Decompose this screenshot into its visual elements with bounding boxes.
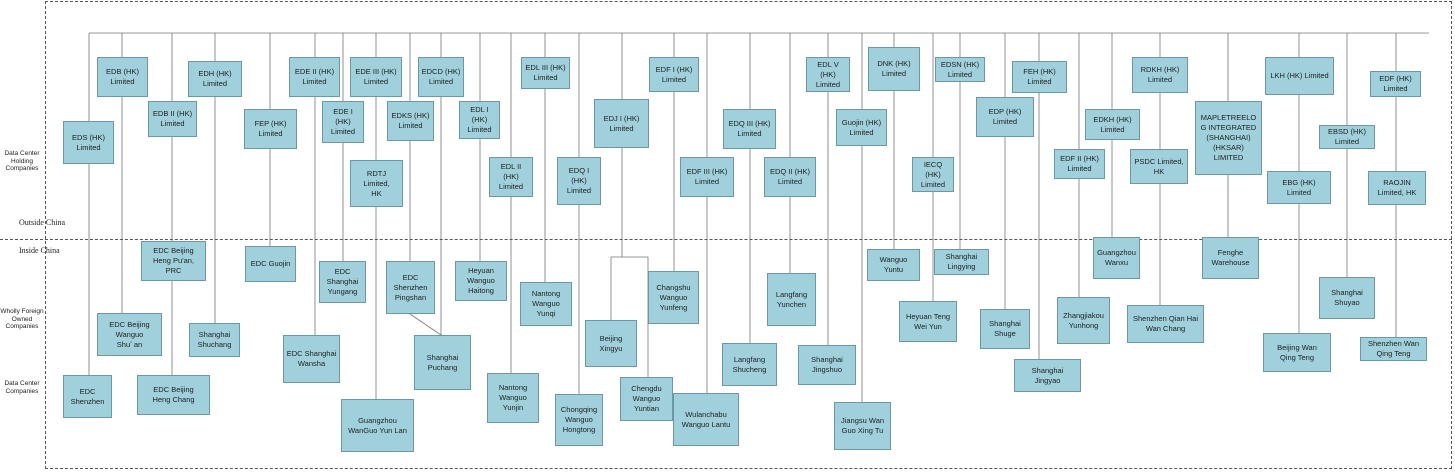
entity-box-edc-sh-ws: EDC Shanghai Wansha [283,335,340,383]
entity-box-edp: EDP (HK) Limited [976,97,1034,137]
entity-box-edlv: EDL V (HK) Limited [806,57,850,92]
entity-box-feh: FEH (HK) Limited [1012,61,1067,93]
entity-box-rdtj: RDTJ Limited, HK [350,160,403,207]
entity-box-ede3: EDE III (HK) Limited [350,57,402,97]
entity-box-lf-shucheng: Langfang Shucheng [722,343,777,386]
entity-box-edf3: EDF III (HK) Limited [680,157,734,197]
entity-box-lf-yunchen: Langfang Yunchen [767,273,816,326]
entity-box-sz-qianhai: Shenzhen Qian Hai Wan Chang [1127,305,1204,343]
entity-box-heyuan-ht: Heyuan Wanguo Haitong [455,261,507,301]
entity-box-edl3: EDL III (HK) Limited [521,57,570,89]
entity-box-edc-guojin: EDC Guojin [245,246,296,282]
entity-box-gz-wanxu: Guangzhou Wanxu [1093,237,1140,279]
entity-box-edks: EDKS (HK) Limited [387,101,434,141]
entity-box-edq2: EDQ II (HK) Limited [764,157,816,197]
entity-box-sh-shuchang: Shanghai Shuchang [189,323,240,357]
entity-box-edf: EDF (HK) Limited [1370,71,1421,97]
datacenter-companies-label: Data Center Companies [4,380,40,395]
entity-box-ebg: EBG (HK) Limited [1267,171,1331,204]
entity-box-edl2: EDL II (HK) Limited [489,157,533,197]
china-border-divider [0,239,1452,240]
entity-box-sz-wqt: Shenzhen Wan Qing Teng [1360,337,1427,361]
entity-box-edc-bj-sa: EDC Beijing Wanguo Shuʼ an [97,313,162,356]
entity-box-edq1: EDQ I (HK) Limited [557,157,601,205]
entity-box-raojin: RAOJIN Limited, HK [1368,171,1426,205]
entity-box-ede1: EDE I (HK) Limited [322,101,364,143]
entity-box-edj1: EDJ I (HK) Limited [594,99,649,148]
entity-box-fep: FEP (HK) Limited [244,109,297,149]
entity-box-psdc: PSDC Limited, HK [1130,149,1188,184]
diagram-frame [45,1,1452,469]
entity-box-wlcb-lantu: Wulanchabu Wanguo Lantu [673,393,739,446]
entity-box-bj-wqt: Beijing Wan Qing Teng [1263,333,1331,372]
connector-line [409,313,442,336]
entity-box-iecq: IECQ (HK) Limited [912,157,954,192]
entity-box-edsn: EDSN (HK) Limited [935,57,985,82]
entity-box-guojin: Guojin (HK) Limited [836,109,887,146]
entity-box-edcd: EDCD (HK) Limited [418,57,464,97]
entity-box-lkh: LKH (HK) Limited [1265,57,1334,95]
entity-box-edf2: EDF II (HK) Limited [1054,149,1105,179]
entity-box-maple: MAPLETREELO G INTEGRATED (SHANGHAI) (HKS… [1195,101,1262,175]
entity-box-sh-jingyao: Shanghai Jingyao [1014,359,1081,392]
inside-china-label: Inside China [19,246,60,255]
entity-box-sh-lingying: Shanghai Lingying [934,249,989,275]
outside-china-label: Outside China [19,218,65,227]
entity-box-edc-sz-ps: EDC Shenzhen Pingshan [386,261,435,314]
entity-box-cd-yuntian: Chengdu Wanguo Yuntian [620,377,673,421]
entity-box-nt-yunqi: Nantong Wanguo Yunqi [520,282,572,326]
wfoe-companies-label: Wholly Foreign Owned Companies [0,308,44,330]
entity-box-eds: EDS (HK) Limited [63,121,114,164]
entity-box-zj-yunhong: Zhangjiakou Yunhong [1057,297,1110,344]
entity-box-edq3: EDQ III (HK) Limited [723,109,776,149]
entity-box-cq-hongtong: Chongqing Wanguo Hongtong [555,394,603,446]
holding-companies-label: Data Center Holding Companies [4,150,40,172]
entity-box-edh: EDH (HK) Limited [188,61,242,97]
entity-box-ede2: EDE II (HK) Limited [289,57,340,97]
entity-box-sh-shuge: Shanghai Shuge [980,309,1030,349]
entity-box-edc-sz: EDC Shenzhen [63,375,112,418]
entity-box-edkh: EDKH (HK) Limited [1085,109,1140,140]
entity-box-edc-bj-hp: EDC Beijing Heng Pu'an, PRC [141,241,206,281]
entity-box-bj-xingyu: Beijing Xingyu [585,320,637,367]
entity-box-edc-sh-yg: EDC Shanghai Yungang [319,261,366,303]
entity-box-hy-teng: Heyuan Teng Wei Yun [899,301,957,342]
entity-box-edb: EDB (HK) Limited [97,57,148,97]
entity-box-edb2: EDB II (HK) Limited [148,101,197,137]
entity-box-rdkh: RDKH (HK) Limited [1132,57,1188,93]
entity-box-nt-yunjin: Nantong Wanguo Yunjin [487,373,539,423]
entity-box-edl1: EDL I (HK) Limited [459,101,500,139]
entity-box-wg-yuntu: Wanguo Yuntu [867,249,920,281]
entity-box-js-xingtu: Jiangsu Wan Guo Xing Tu [834,402,891,450]
entity-box-fenghe: Fenghe Warehouse [1202,237,1259,279]
entity-box-dnk: DNK (HK) Limited [868,47,920,91]
entity-box-cs-yunfeng: Changshu Wanguo Yunfeng [648,271,699,324]
entity-box-edf1: EDF I (HK) Limited [649,57,699,92]
entity-box-sh-shuyao: Shanghai Shuyao [1319,277,1375,319]
entity-box-ebsd: EBSD (HK) Limited [1319,125,1375,149]
entity-box-gz-yunlan: Guangzhou WanGuo Yun Lan [341,399,414,452]
entity-box-sh-jingshuo: Shanghai Jingshuo [798,345,856,385]
entity-box-sh-puchang: Shanghai Puchang [414,335,471,390]
entity-box-edc-bj-hc: EDC Beijing Heng Chang [137,375,210,415]
